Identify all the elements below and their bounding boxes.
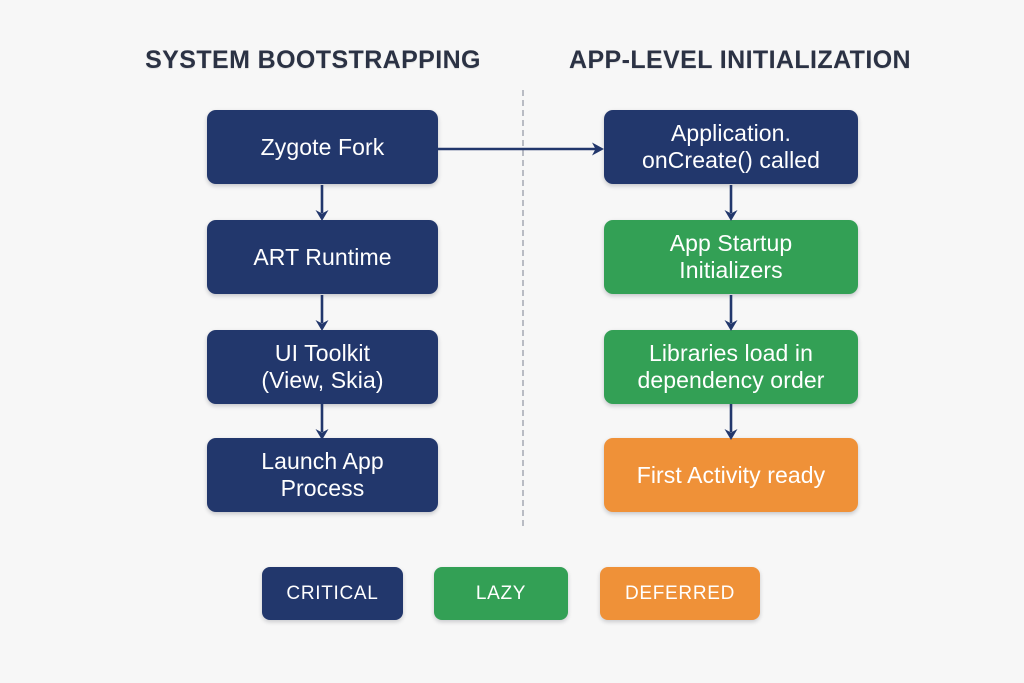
arrow-zygote-to-application-oncreate bbox=[438, 139, 606, 159]
node-art-runtime[interactable]: ART Runtime bbox=[207, 220, 438, 294]
node-application-oncreate-line2: onCreate() called bbox=[641, 147, 821, 173]
legend-item-critical-label: CRITICAL bbox=[286, 582, 379, 604]
arrow-ui-toolkit-to-launch-app bbox=[313, 404, 331, 442]
arrow-app-startup-to-libraries bbox=[722, 295, 740, 333]
node-ui-toolkit[interactable]: UI Toolkit (View, Skia) bbox=[207, 330, 438, 404]
node-art-runtime-line1: ART Runtime bbox=[253, 243, 392, 270]
node-app-startup-initializers-line1: App Startup bbox=[669, 230, 793, 257]
legend-item-lazy[interactable]: LAZY bbox=[434, 567, 568, 620]
node-launch-app-process[interactable]: Launch App Process bbox=[207, 438, 438, 512]
arrow-art-to-ui-toolkit bbox=[313, 295, 331, 333]
node-app-startup-initializers[interactable]: App Startup Initializers bbox=[604, 220, 858, 294]
arrow-libraries-to-first-activity bbox=[722, 404, 740, 442]
node-application-oncreate[interactable]: Application. onCreate() called bbox=[604, 110, 858, 184]
node-app-startup-initializers-line2: Initializers bbox=[679, 257, 783, 283]
node-application-oncreate-line1: Application. bbox=[670, 120, 792, 147]
node-ui-toolkit-line1: UI Toolkit bbox=[274, 340, 371, 367]
arrow-oncreate-to-app-startup bbox=[722, 185, 740, 223]
column-heading-app-level-initialization: APP-LEVEL INITIALIZATION bbox=[568, 46, 911, 74]
node-zygote-fork-line1: Zygote Fork bbox=[260, 133, 385, 160]
node-libraries-dependency-order-line2: dependency order bbox=[637, 367, 825, 393]
column-heading-system-bootstrapping: SYSTEM BOOTSTRAPPING bbox=[145, 46, 481, 74]
node-libraries-dependency-order[interactable]: Libraries load in dependency order bbox=[604, 330, 858, 404]
column-divider bbox=[522, 90, 524, 526]
node-launch-app-process-line1: Launch App bbox=[261, 448, 384, 475]
legend-item-lazy-label: LAZY bbox=[475, 582, 527, 604]
node-ui-toolkit-line2: (View, Skia) bbox=[261, 367, 384, 393]
legend-item-critical[interactable]: CRITICAL bbox=[262, 567, 403, 620]
legend-item-deferred[interactable]: DEFERRED bbox=[600, 567, 760, 620]
node-first-activity-ready-line1: First Activity ready bbox=[636, 461, 826, 488]
node-zygote-fork[interactable]: Zygote Fork bbox=[207, 110, 438, 184]
node-launch-app-process-line2: Process bbox=[280, 475, 365, 501]
legend-item-deferred-label: DEFERRED bbox=[624, 582, 736, 604]
node-first-activity-ready[interactable]: First Activity ready bbox=[604, 438, 858, 512]
node-libraries-dependency-order-line1: Libraries load in bbox=[648, 340, 814, 367]
arrow-zygote-to-art bbox=[313, 185, 331, 223]
